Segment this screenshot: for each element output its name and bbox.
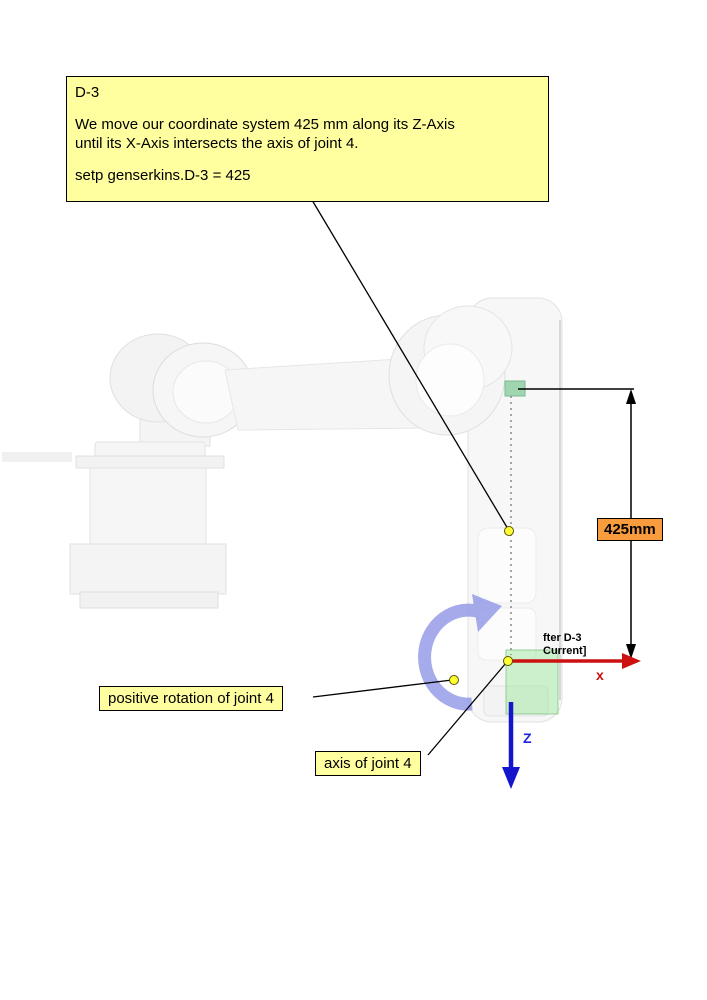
callout-body-line2: until its X-Axis intersects the axis of … (75, 134, 359, 152)
robot-forearm-panel-1 (477, 527, 537, 604)
robot-base-plate (79, 591, 219, 609)
robot-forearm-assembly (388, 297, 563, 723)
leader-rotation-label (312, 679, 453, 698)
leader-axis-label (427, 662, 507, 756)
frame-caption-line1: fter D-3 (543, 632, 582, 644)
callout-title: D-3 (75, 84, 100, 101)
marker-dot-rotation (449, 675, 459, 685)
robot-base-assembly (69, 333, 254, 609)
label-axis-of-joint-4: axis of joint 4 (315, 751, 421, 776)
robot-base-body (69, 543, 227, 595)
marker-dot-z-offset (504, 526, 514, 536)
z-axis-label: Z (523, 730, 532, 746)
x-axis-label: x (596, 667, 604, 683)
rotation-arrow-arc (418, 603, 489, 711)
dimension-arrowhead-up (626, 389, 636, 404)
z-axis-arrowhead (502, 767, 520, 789)
rotation-arrow-head (472, 594, 502, 632)
marker-dot-joint4-origin (503, 656, 513, 666)
robot-flange-wide (75, 455, 225, 469)
left-edge-structure (2, 452, 72, 462)
dimension-label-425mm: 425mm (597, 518, 663, 541)
robot-wrist-joint-hub (415, 343, 485, 417)
x-axis-arrowhead (622, 653, 641, 669)
robot-column (89, 467, 207, 547)
label-positive-rotation: positive rotation of joint 4 (99, 686, 283, 711)
z-axis-arrow: Z (502, 702, 532, 789)
x-axis-arrow: x (509, 653, 641, 683)
rotation-arrow (418, 594, 502, 711)
callout-body: We move our coordinate system 425 mm alo… (75, 116, 540, 153)
callout-body-line1: We move our coordinate system 425 mm alo… (75, 116, 455, 134)
robot-tool-mount (483, 685, 549, 717)
frame-caption-line2: Current] (543, 645, 587, 657)
callout-command: setp genserkins.D-3 = 425 (75, 166, 251, 184)
callout-d3: D-3 We move our coordinate system 425 mm… (66, 76, 549, 202)
leader-callout-to-joint (311, 199, 509, 530)
dimension-arrowhead-down (626, 644, 636, 659)
